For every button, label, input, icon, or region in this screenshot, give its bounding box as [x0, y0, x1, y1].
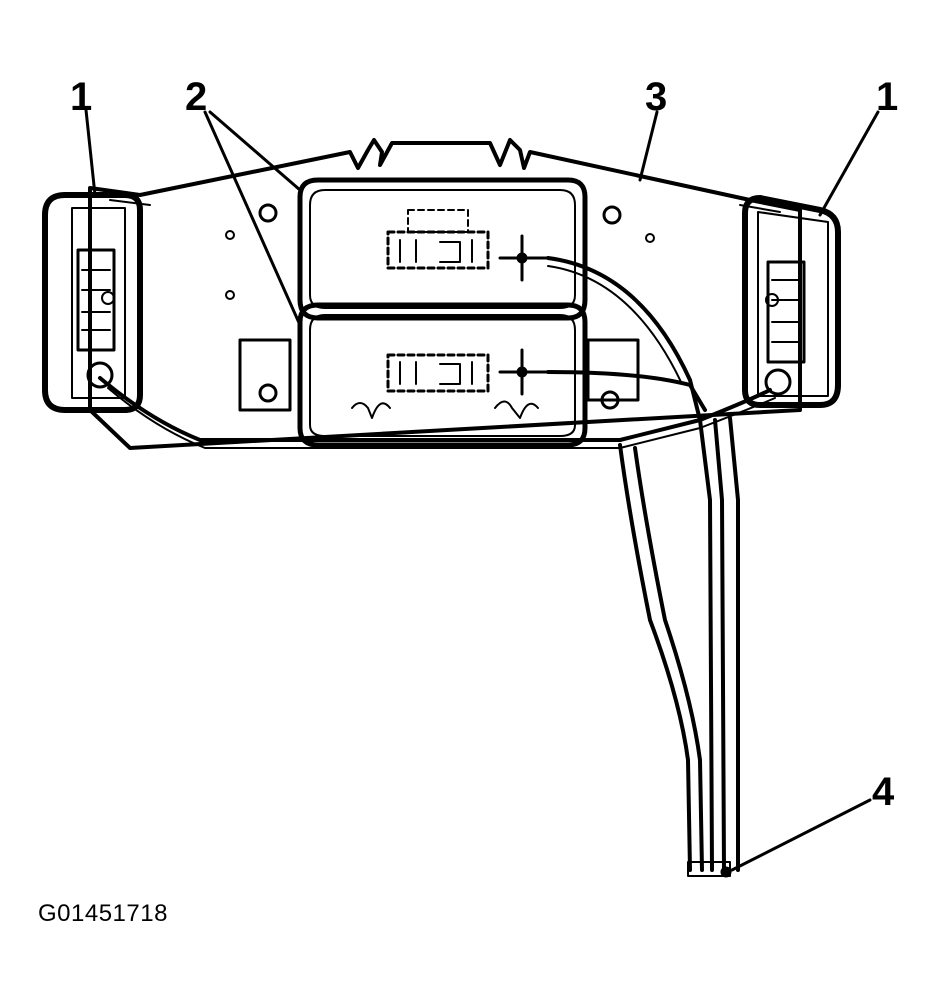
lamp-housing-upper [297, 177, 588, 321]
leader-lines [84, 108, 880, 872]
wiring-harness [98, 256, 776, 878]
callout-2: 2 [185, 75, 207, 119]
callout-3: 3 [645, 75, 667, 119]
callout-1-left: 1 [70, 75, 92, 119]
callout-4: 4 [872, 770, 895, 814]
figure-id: G01451718 [38, 900, 168, 927]
side-lamp-right [742, 195, 841, 408]
side-lamp-left [42, 192, 143, 413]
callout-1-right: 1 [876, 75, 898, 119]
lamp-housing-lower [297, 302, 588, 448]
